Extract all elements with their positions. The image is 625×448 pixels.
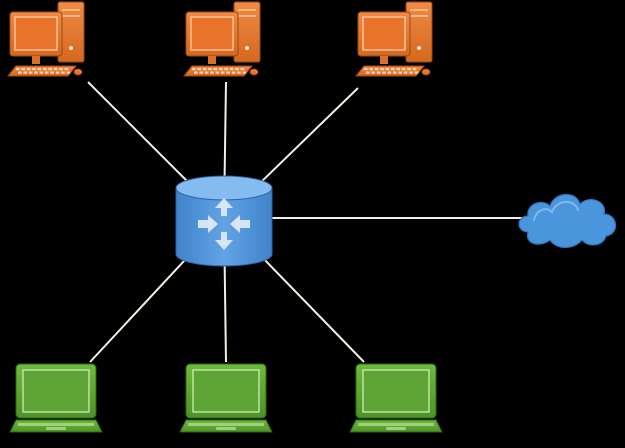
laptop-icon[interactable] bbox=[349, 363, 443, 433]
connection-lines bbox=[87, 81, 526, 363]
router-icon[interactable] bbox=[175, 175, 273, 267]
cloud-icon[interactable] bbox=[518, 193, 617, 249]
desktop-computer-icon[interactable] bbox=[6, 1, 85, 77]
laptop-icon[interactable] bbox=[9, 363, 103, 433]
laptop-icon[interactable] bbox=[179, 363, 273, 433]
network-nodes bbox=[6, 1, 617, 433]
desktop-computer-icon[interactable] bbox=[354, 1, 433, 77]
desktop-computer-icon[interactable] bbox=[182, 1, 261, 77]
router-arrows-icon bbox=[198, 198, 250, 250]
